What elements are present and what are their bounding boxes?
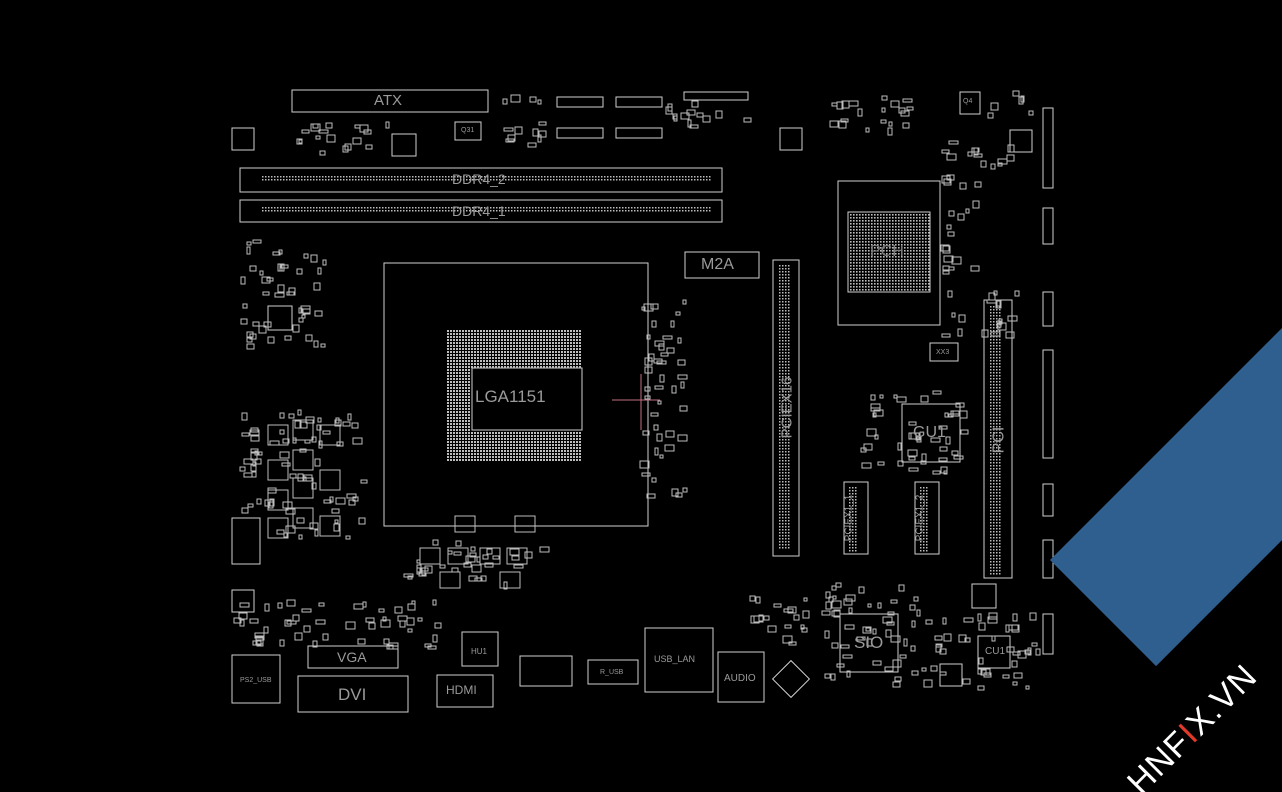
pin-field [262,176,1001,575]
pci-label: PCI [990,426,1008,454]
top-right-chip-a [779,127,803,151]
right-header-4[interactable] [1042,349,1054,459]
cpu-socket-label: LGA1151 [475,387,546,406]
hu1-chip[interactable] [461,631,499,667]
q31-chip [454,121,482,141]
cu1-label: CU1 [985,646,1006,657]
r-usb-header[interactable] [587,659,639,685]
vga-label: VGA [337,649,367,665]
top-strip-a [556,96,604,108]
q4-label: Q4 [963,98,973,105]
q31-label: Q31 [461,127,475,134]
top-chip-a [391,133,417,157]
m2a-slot[interactable] [684,251,760,279]
top-left-chip [231,127,255,151]
hu1-label: HU1 [471,647,488,656]
dvi-port[interactable] [297,675,409,713]
top-strip-c [556,127,604,139]
small-components [233,90,1041,691]
audio-jack[interactable] [717,651,765,703]
atx-connector[interactable] [291,89,489,113]
pch-chip[interactable] [837,180,941,326]
sio-label: SIO [854,633,884,652]
right-header-7[interactable] [1042,613,1054,655]
ddr4-2-label: DDR4_2 [452,171,506,187]
ps2-usb-label: PS2_USB [240,677,272,684]
left-header[interactable] [231,517,261,565]
pch-die [847,211,931,293]
pciex16-label: PCIEX16 [778,376,796,439]
m2a-label: M2A [701,256,734,273]
r-usb-label: R_USB [600,669,624,676]
hdmi-port[interactable] [436,674,494,708]
sio-chip[interactable] [839,613,899,673]
pciex1-1-slot[interactable] [843,481,869,555]
ddr4-1-label: DDR4_1 [452,203,506,219]
gu1-label: GU1 [913,424,946,441]
right-header-5[interactable] [1042,483,1054,517]
right-header-2[interactable] [1042,207,1054,245]
vrm-chip [267,305,293,331]
q4-chip [959,91,981,115]
dimm-slot-2[interactable] [239,167,723,193]
cpu-socket[interactable] [383,262,649,527]
gu1-chip[interactable] [901,403,961,463]
top-right-chip-b [1009,129,1033,153]
audio-label: AUDIO [724,673,756,684]
xx3-chip [929,342,959,362]
pciex1-2-label: PCIEX1_2 [914,494,926,542]
dvi-label: DVI [338,685,367,704]
atx-label: ATX [374,92,403,109]
top-header[interactable] [683,91,749,101]
diamond-part [771,659,811,699]
pciex1-1-label: PCIEX1_1 [843,494,855,542]
pch-label: PCH [870,243,904,260]
right-small-chip [971,583,997,609]
right-header-3[interactable] [1042,291,1054,327]
hdmi-label: HDMI [446,683,477,697]
pciex1-2-slot[interactable] [914,481,940,555]
pciex16-slot[interactable] [772,259,800,557]
usb-lan-port[interactable] [644,627,714,693]
top-strip-b [615,96,663,108]
vga-port[interactable] [307,645,399,669]
dimm-slot-1[interactable] [239,199,723,223]
xx3-label: XX3 [936,349,950,356]
dp-port[interactable] [519,655,573,687]
usb-lan-label: USB_LAN [654,654,696,664]
right-header-1[interactable] [1042,107,1054,189]
top-strip-d [615,127,663,139]
ps2-usb-port[interactable] [231,654,281,704]
left-small-chip [231,589,255,613]
